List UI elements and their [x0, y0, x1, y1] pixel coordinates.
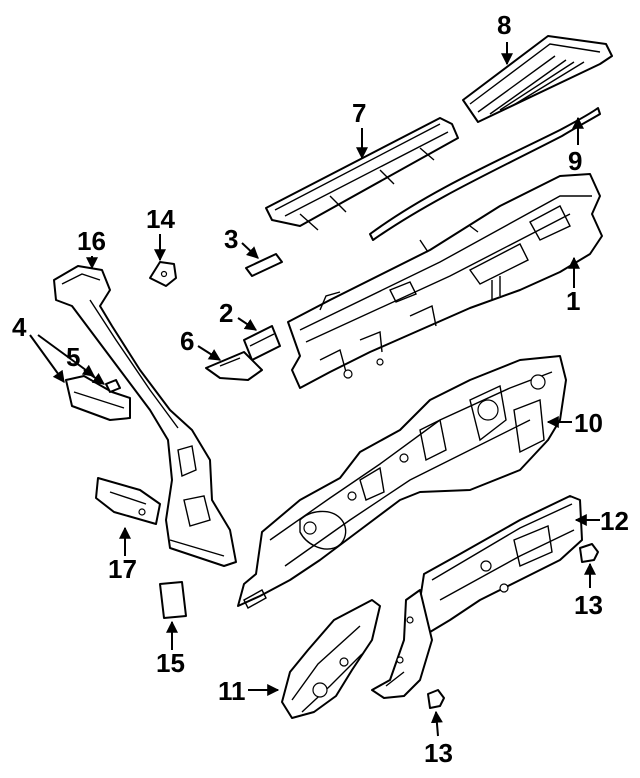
part-15-pad [159, 581, 187, 619]
part-3-bracket [245, 253, 283, 277]
callout-10: 10 [574, 408, 603, 438]
leader-5 [83, 369, 105, 385]
part-12-lower-bracket [371, 589, 433, 699]
part-13-clip-lower [427, 689, 445, 709]
part-17-plate [95, 477, 161, 525]
part-6-reinforcement [205, 351, 263, 381]
callout-15: 15 [156, 648, 185, 678]
callout-5: 5 [66, 342, 80, 372]
callout-9: 9 [568, 146, 582, 176]
callout-4: 4 [12, 312, 27, 342]
part-5-bolt [105, 379, 121, 393]
part-10-dash-panel [237, 355, 567, 609]
leader-lines [29, 42, 600, 737]
part-2-bracket [243, 325, 281, 361]
part-14-bracket [149, 261, 177, 287]
part-11-side-panel-lower [281, 599, 381, 719]
callout-2: 2 [219, 298, 233, 328]
callout-1: 1 [566, 286, 580, 316]
part-13-clip-upper [579, 543, 599, 563]
callout-7: 7 [352, 98, 366, 128]
callout-3: 3 [224, 224, 238, 254]
callout-13-upper: 13 [574, 590, 603, 620]
callout-8: 8 [497, 10, 511, 40]
leader-3 [241, 242, 259, 259]
part-8-cowl-top-panel [462, 35, 613, 123]
part-12-side-panel [419, 495, 583, 633]
part-16-a-pillar [53, 265, 237, 567]
part-9-weatherstrip [369, 107, 601, 241]
leader-2 [237, 317, 257, 331]
callout-6: 6 [180, 326, 194, 356]
callout-11: 11 [218, 676, 246, 706]
callout-16: 16 [77, 226, 106, 256]
leader-4a [29, 334, 65, 383]
leader-13b [430, 710, 443, 737]
leader-6 [197, 345, 222, 361]
callout-12: 12 [600, 506, 629, 536]
callout-labels: 8 7 9 3 14 16 1 2 6 4 5 10 12 17 13 15 1… [12, 10, 629, 768]
leader-4b [37, 334, 95, 377]
callout-17: 17 [108, 554, 137, 584]
part-7-cowl-top-panel [265, 117, 459, 231]
part-4-bracket [65, 375, 131, 421]
callout-13-lower: 13 [424, 738, 453, 768]
callout-14: 14 [146, 204, 175, 234]
